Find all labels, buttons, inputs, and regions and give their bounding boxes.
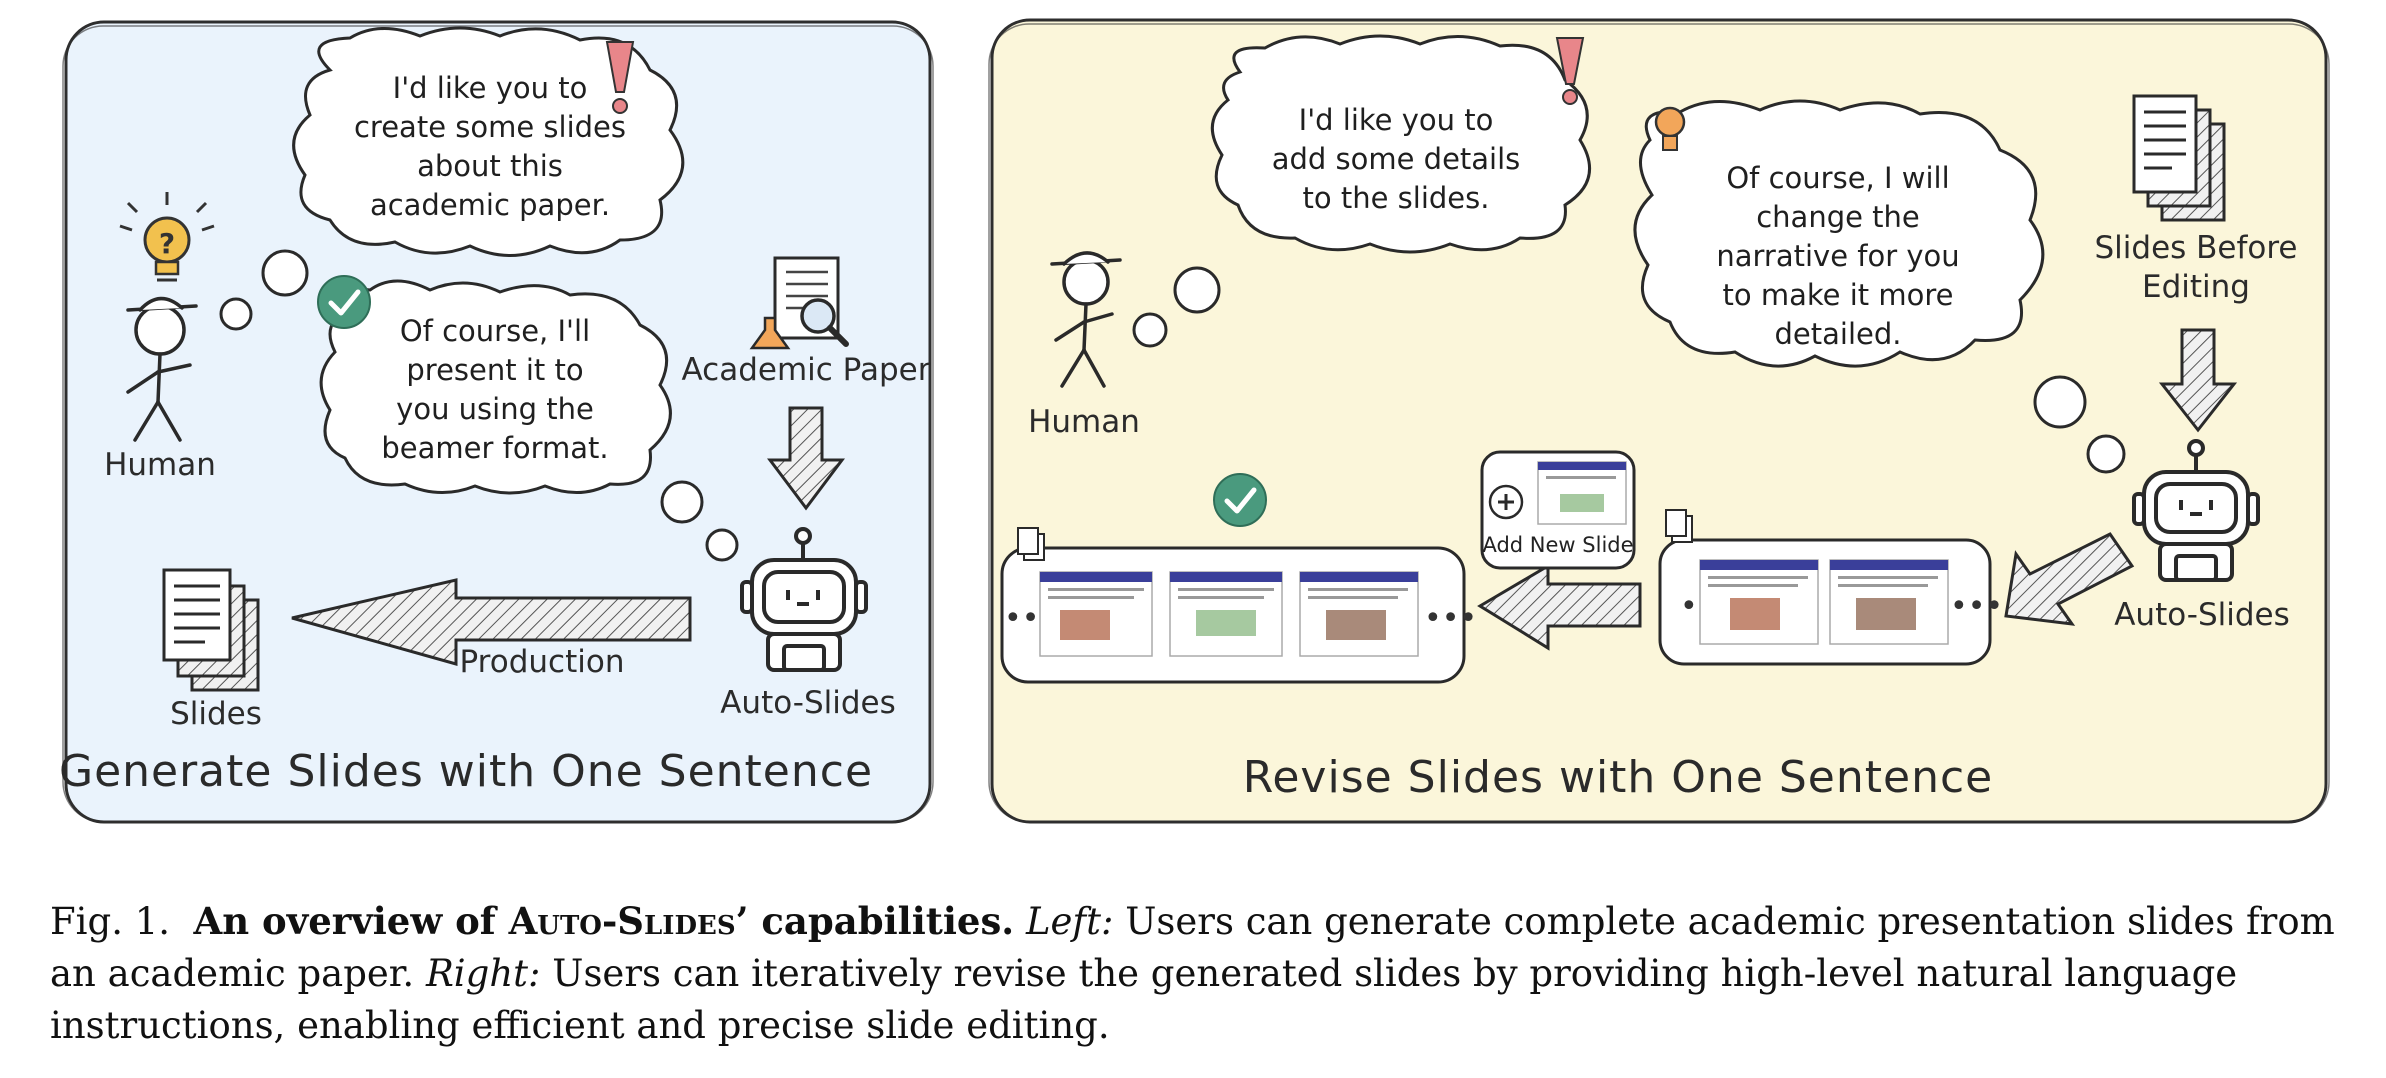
request-cloud: I'd like you to create some slides about…	[292, 26, 685, 257]
figure-caption: Fig. 1. An overview of Auto-Slides’ capa…	[50, 895, 2350, 1052]
caption-bold-suffix: ’ capabilities.	[735, 899, 1015, 943]
caption-bold-prefix: An overview of	[193, 899, 509, 943]
reply-line: Of course, I will	[1726, 161, 1949, 195]
exclamation-icon	[1555, 37, 1585, 105]
before-slides-box: ••• •••	[1658, 509, 2003, 666]
reply-line: Of course, I'll	[400, 314, 590, 348]
robot-icon	[2132, 439, 2260, 582]
slide-thumbnail	[1829, 559, 1949, 645]
reply-line: you using the	[396, 392, 594, 426]
request-line: academic paper.	[370, 188, 610, 222]
figure-label: Fig. 1.	[50, 900, 171, 943]
down-arrow	[767, 406, 845, 511]
production-arrow	[291, 578, 692, 666]
doc-icon	[1665, 509, 1693, 543]
reply-line: beamer format.	[381, 431, 608, 465]
reply-line: to make it more	[1723, 278, 1954, 312]
agent-label: Auto-Slides	[720, 685, 896, 721]
diagonal-arrow	[2004, 532, 2135, 626]
paper-label: Academic Paper	[682, 352, 931, 388]
request-line: I'd like you to	[1299, 103, 1494, 137]
request-line: create some slides	[354, 110, 626, 144]
exclamation-icon	[605, 41, 635, 114]
slide-thumbnail	[1169, 571, 1283, 657]
right-panel-title: Revise Slides with One Sentence	[1243, 752, 1993, 803]
human-label: Human	[104, 447, 216, 483]
lightbulb-icon: ?	[119, 192, 215, 282]
request-line: I'd like you to	[393, 71, 588, 105]
add-new-slide-label: Add New Slide	[1482, 533, 1633, 557]
thought-bubble	[705, 528, 739, 562]
reply-line: detailed.	[1775, 317, 1902, 351]
caption-right-text: Users can iteratively revise the generat…	[50, 952, 2238, 1047]
checkmark-icon	[317, 275, 371, 329]
thought-bubble	[660, 480, 704, 524]
lightbulb-icon	[1654, 106, 1686, 151]
request-line: about this	[417, 149, 563, 183]
caption-left-text: Users can generate complete academic pre…	[50, 900, 2335, 995]
caption-left-tag: Left:	[1025, 900, 1114, 943]
thought-bubble	[2086, 434, 2126, 474]
thought-bubble	[1173, 266, 1221, 314]
ellipsis: •••	[1950, 589, 2003, 624]
human-label: Human	[1028, 404, 1140, 440]
reply-line: present it to	[406, 353, 583, 387]
slides-stack-icon	[2132, 94, 2226, 222]
overview-diagram: I'd like you to create some slides about…	[59, 18, 2330, 824]
thought-bubble	[219, 297, 253, 331]
left-panel-title: Generate Slides with One Sentence	[59, 746, 873, 797]
caption-right-tag: Right:	[425, 952, 541, 995]
doc-icon	[1017, 527, 1045, 561]
human-figure	[1050, 251, 1122, 388]
revise-arrow	[1477, 563, 1642, 651]
request-line: add some details	[1272, 142, 1521, 176]
after-slides-box: ••• •••	[1000, 527, 1477, 684]
slide-thumbnail	[1699, 559, 1819, 645]
reply-cloud: Of course, I'll present it to you using …	[319, 279, 672, 495]
checkmark-icon	[1213, 473, 1267, 527]
production-label: Production	[460, 644, 625, 680]
thought-bubble	[1132, 312, 1168, 348]
reply-line: change the	[1756, 200, 1920, 234]
svg-text:?: ?	[159, 227, 175, 260]
add-new-slide-card: Add New Slide	[1480, 450, 1636, 570]
reply-line: narrative for you	[1716, 239, 1959, 273]
paper-magnifier-icon	[749, 256, 849, 350]
before-editing-label: Editing	[2142, 269, 2250, 305]
slides-stack-icon	[162, 568, 260, 692]
agent-label: Auto-Slides	[2114, 597, 2290, 633]
slide-thumbnail	[1039, 571, 1153, 657]
reply-cloud: Of course, I will change the narrative f…	[1633, 99, 2045, 368]
slide-thumbnail	[1299, 571, 1419, 657]
left-panel: I'd like you to create some slides about…	[59, 20, 934, 824]
robot-icon	[740, 527, 868, 672]
thought-bubble	[2033, 375, 2087, 429]
right-panel: I'd like you to add some details to the …	[988, 18, 2330, 824]
slides-label: Slides	[170, 696, 262, 732]
human-figure	[126, 296, 198, 442]
thought-bubble	[261, 249, 309, 297]
request-cloud: I'd like you to add some details to the …	[1210, 34, 1592, 254]
caption-bold-name: Auto-Slides	[508, 899, 736, 943]
request-line: to the slides.	[1303, 181, 1490, 215]
ellipsis: •••	[1424, 601, 1477, 636]
down-arrow	[2158, 328, 2238, 433]
before-editing-label: Slides Before	[2094, 230, 2297, 266]
